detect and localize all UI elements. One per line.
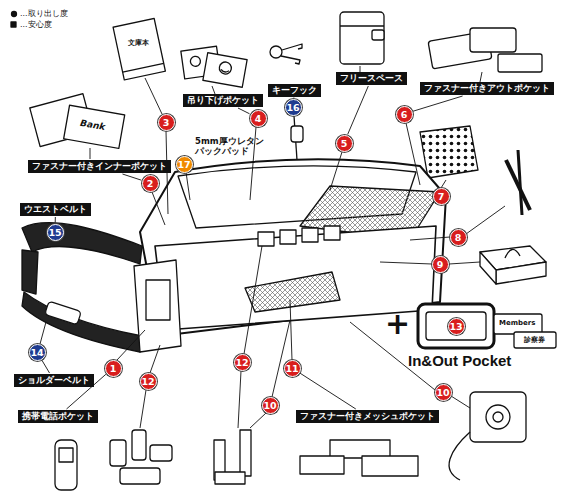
label-text: In&Out Pocket [408, 352, 511, 369]
callout-number: 10 [435, 384, 452, 401]
leader-connector [238, 108, 250, 114]
legend-text: …取り出し度 [20, 9, 68, 18]
part-label-band: フリースペース [336, 72, 407, 85]
leader-connector [42, 360, 50, 373]
part-name: キーフック [272, 85, 317, 95]
callout-number: 5 [336, 135, 353, 152]
part-label-band: ファスナー付きインナーポケット [28, 160, 171, 173]
callout-text: 2 [147, 178, 154, 189]
callout-text: 9 [437, 259, 444, 270]
label-text: 文庫本 [128, 38, 149, 48]
part-name: 吊り下げポケット [187, 95, 259, 105]
part-name: ファスナー付きインナーポケット [32, 161, 167, 171]
callout-number: 14 [29, 344, 46, 361]
part-name: ショルダーベルト [18, 375, 90, 385]
part-name: ファスナー付きアウトポケット [424, 83, 550, 93]
callout-number: 8 [450, 229, 467, 246]
callout-number: 12 [140, 373, 157, 390]
callout-number: 15 [47, 224, 64, 241]
callout-text: 16 [286, 102, 299, 113]
callout-text: 11 [285, 363, 298, 374]
callout-number: 1 [105, 360, 122, 377]
legend-text: …安心度 [20, 20, 52, 29]
part-label-band: 携帯電話ポケット [18, 410, 98, 423]
leader-connector [300, 373, 356, 409]
callout-number: 17 [176, 156, 193, 173]
part-name: ウエストベルト [24, 204, 87, 214]
callout-number: 6 [396, 106, 413, 123]
callout-text: 8 [455, 232, 462, 243]
part-label-band: 吊り下げポケット [183, 94, 263, 107]
leader-connector [413, 96, 463, 111]
label-text: 診察券 [524, 335, 545, 345]
callout-number: 2 [142, 175, 159, 192]
callout-text: 14 [30, 347, 43, 358]
callout-text: 17 [177, 159, 190, 170]
callout-text: 12 [141, 376, 154, 387]
part-label-band: キーフック [268, 84, 321, 97]
leader-connector [348, 86, 369, 134]
callout-number: 16 [285, 99, 302, 116]
callout-text: 10 [263, 400, 276, 411]
label-text: + [385, 309, 410, 339]
callout-text: 6 [401, 109, 408, 120]
label-text: 5mm厚ウレタン パックパッド [195, 136, 269, 156]
callout-text: 12 [235, 357, 248, 368]
label-text: Members [499, 319, 535, 327]
callout-number: 9 [432, 256, 449, 273]
part-name: フリースペース [340, 73, 403, 83]
callout-text: 7 [438, 191, 445, 202]
callout-number: 10 [262, 397, 279, 414]
callout-number: 3 [158, 114, 175, 131]
legend-entry: …安心度 [20, 20, 52, 30]
callout-text: 5 [341, 138, 348, 149]
callout-number: 7 [433, 188, 450, 205]
legend-entry: …取り出し度 [20, 9, 68, 19]
callout-text: 3 [163, 117, 170, 128]
leader-connector [55, 217, 56, 223]
part-label-band: ショルダーベルト [14, 374, 94, 387]
leader-connector [122, 174, 141, 180]
callout-number: 11 [284, 360, 301, 377]
part-label-band: ファスナー付きアウトポケット [420, 82, 554, 95]
part-label-band: ウエストベルト [20, 203, 91, 216]
part-name: ファスナー付きメッシュポケット [300, 411, 435, 421]
callout-text: 4 [255, 113, 262, 124]
callout-text: 15 [48, 227, 61, 238]
callout-text: 10 [436, 387, 449, 398]
callout-number: 12 [234, 354, 251, 371]
callout-number: 13 [448, 318, 465, 335]
callout-text: 1 [110, 363, 117, 374]
part-label-band: ファスナー付きメッシュポケット [296, 410, 439, 423]
part-name: 携帯電話ポケット [22, 411, 94, 421]
callout-text: 13 [449, 321, 462, 332]
callout-number: 4 [250, 110, 267, 127]
